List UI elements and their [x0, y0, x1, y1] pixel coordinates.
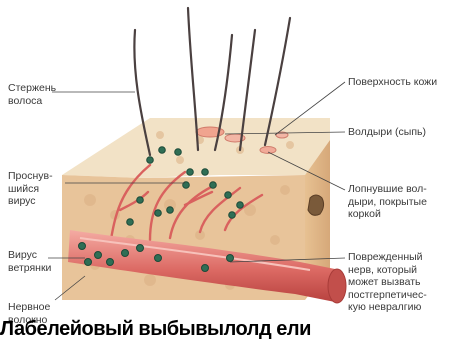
label-burst-blisters: Лопнувшие вол- дыри, покрытые коркой — [348, 183, 427, 221]
label-hair-shaft: Стержень волоса — [8, 82, 56, 107]
scab — [308, 195, 324, 215]
nerve-fiber-end — [328, 269, 346, 303]
label-damaged-nerve: Поврежденный нерв, который может вызвать… — [348, 251, 427, 314]
label-skin-surface: Поверхность кожи — [348, 76, 437, 89]
label-chickenpox-virus: Вирус ветрянки — [8, 249, 51, 274]
label-blisters: Волдыри (сыпь) — [348, 126, 426, 139]
label-awakened-virus: Проснув- шийся вирус — [8, 170, 53, 208]
caption-text: Лабелейовый выбывылолд ели — [0, 318, 465, 340]
